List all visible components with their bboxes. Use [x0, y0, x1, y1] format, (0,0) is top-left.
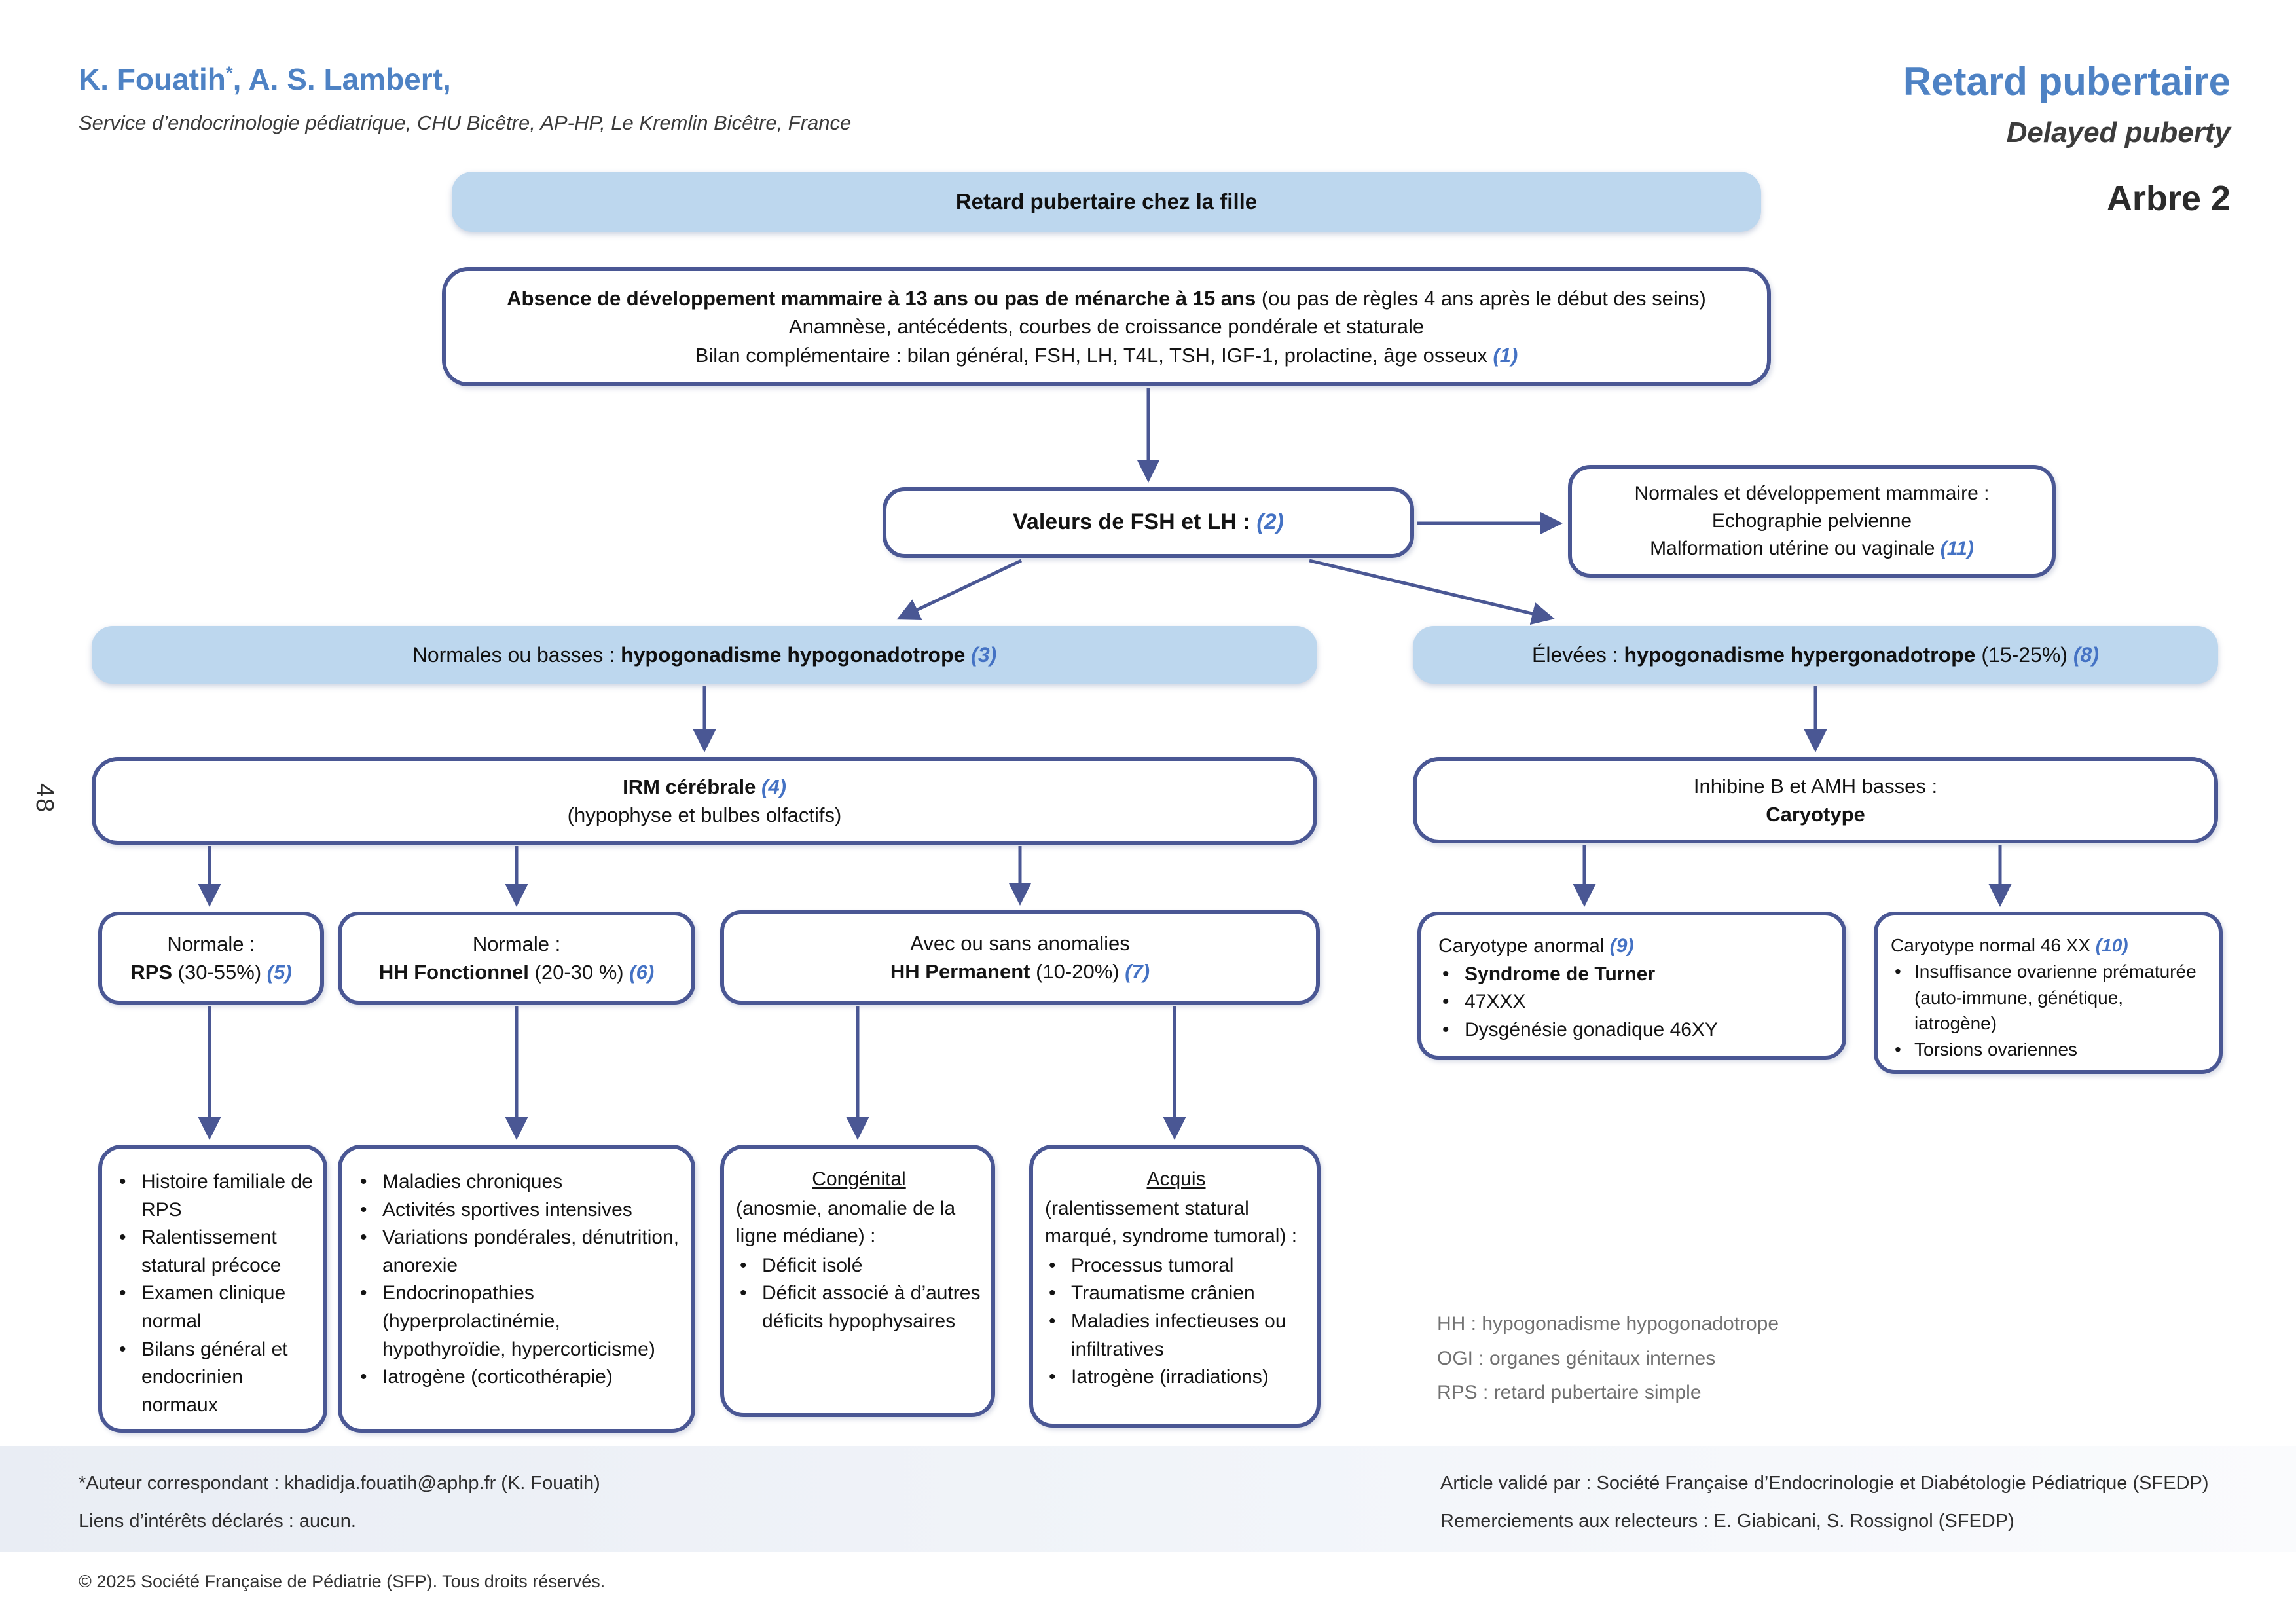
footer-validation: Article validé par : Société Française d… — [1440, 1473, 2209, 1494]
page-title-french: Retard pubertaire — [1903, 60, 2231, 103]
footer-acknowledgements: Remerciements aux relecteurs : E. Giabic… — [1440, 1511, 2014, 1532]
footer-band — [0, 1446, 2296, 1552]
footer-right: Article validé par : Société Française d… — [1440, 1464, 2209, 1540]
page-number: 48 — [31, 783, 58, 814]
acquired-title: Acquis — [1146, 1168, 1206, 1190]
authors-heading: K. Fouatih*, A. S. Lambert, — [79, 62, 451, 96]
footer-correspondent: *Auteur correspondant : khadidja.fouatih… — [79, 1473, 600, 1494]
footer-conflicts: Liens d’intérêts déclarés : aucun. — [79, 1511, 356, 1532]
irm-box: IRM cérébrale (4)(hypophyse et bulbes ol… — [92, 757, 1317, 845]
acquired-intro: (ralentissement statural marqué, syndrom… — [1045, 1197, 1298, 1247]
hypogonadotropic-pill: Normales ou basses : hypogonadisme hypog… — [92, 626, 1317, 684]
affiliation-line: Service d’endocrinologie pédiatrique, CH… — [79, 111, 852, 134]
inhibin-karyotype-box: Inhibine B et AMH basses :Caryotype — [1413, 757, 2218, 843]
hh-functional-details-box: •Maladies chroniques•Activités sportives… — [338, 1145, 695, 1433]
karyotype-abnormal-box: Caryotype anormal (9) •Syndrome de Turne… — [1417, 912, 1846, 1060]
congenital-intro: (anosmie, anomalie de la ligne médiane) … — [736, 1197, 956, 1247]
congenital-bullets: •Déficit isolé•Déficit associé à d’autre… — [740, 1254, 981, 1332]
tree-number-label: Arbre 2 — [2106, 179, 2231, 218]
rps-box: Normale :RPS (30-55%) (5) — [98, 912, 324, 1005]
karyotype-normal-bullets: •Insuffisance ovarienne prématurée (auto… — [1895, 961, 2196, 1060]
karyotype-normal-box: Caryotype normal 46 XX (10) •Insuffisanc… — [1874, 912, 2223, 1074]
copyright-line: © 2025 Société Française de Pédiatrie (S… — [79, 1572, 606, 1591]
fsh-lh-box: Valeurs de FSH et LH : (2) — [883, 487, 1414, 558]
hh-functional-details-bullets: •Maladies chroniques•Activités sportives… — [360, 1171, 680, 1388]
karyotype-abnormal-title: Caryotype anormal (9) — [1438, 935, 1634, 957]
normal-development-box: Normales et développement mammaire :Echo… — [1568, 465, 2056, 578]
rps-details-bullets: •Histoire familiale de RPS•Ralentissemen… — [119, 1171, 313, 1416]
hypergonadotropic-pill: Élevées : hypogonadisme hypergonadotrope… — [1413, 626, 2218, 684]
page-title-english: Delayed puberty — [2006, 117, 2231, 149]
karyotype-normal-title: Caryotype normal 46 XX (10) — [1891, 935, 2128, 955]
congenital-title: Congénital — [812, 1168, 906, 1190]
karyotype-abnormal-bullets: •Syndrome de Turner•47XXX•Dysgénésie gon… — [1442, 963, 1718, 1041]
criteria-box: Absence de développement mammaire à 13 a… — [442, 267, 1771, 386]
rps-details-box: •Histoire familiale de RPS•Ralentissemen… — [98, 1145, 327, 1433]
root-pill: Retard pubertaire chez la fille — [452, 172, 1761, 232]
acquired-box: Acquis (ralentissement statural marqué, … — [1029, 1145, 1321, 1428]
connector-fsh-to-hypo-pill — [896, 559, 1023, 620]
congenital-box: Congénital (anosmie, anomalie de la lign… — [720, 1145, 995, 1417]
acquired-bullets: •Processus tumoral•Traumatisme crânien•M… — [1049, 1254, 1286, 1388]
footer-left: *Auteur correspondant : khadidja.fouatih… — [79, 1464, 600, 1540]
hh-functional-box: Normale :HH Fonctionnel (20-30 %) (6) — [338, 912, 695, 1005]
connector-fsh-to-hyper-pill — [1309, 559, 1555, 625]
